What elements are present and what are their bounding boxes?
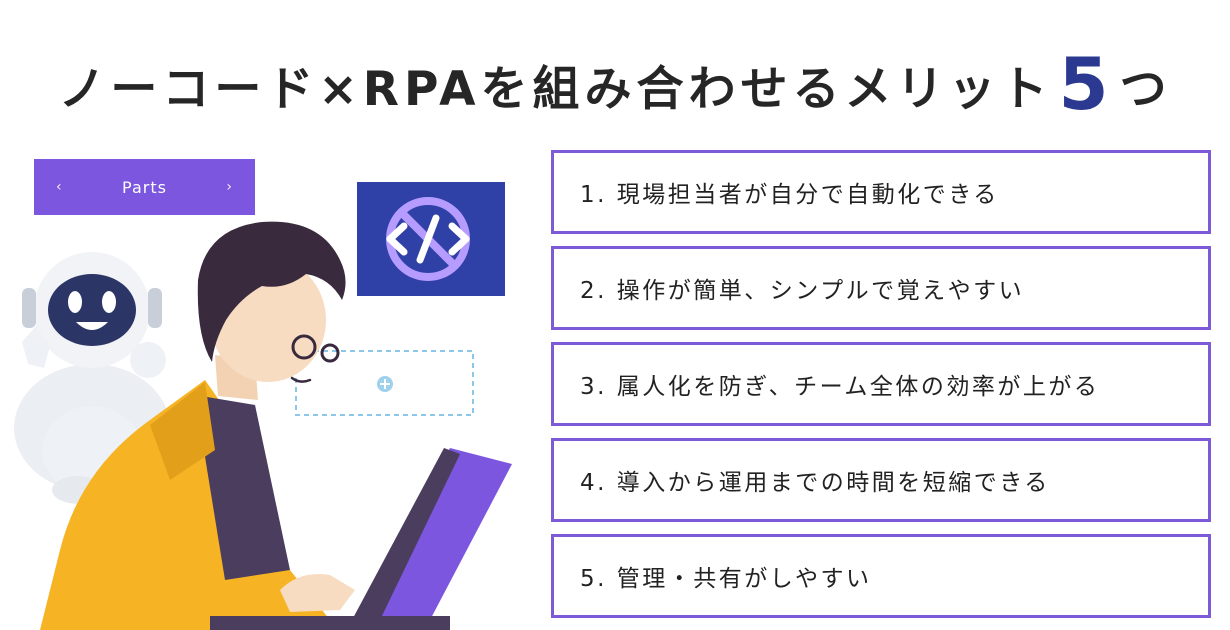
merit-item-1: 1. 現場担当者が自分で自動化できる [551, 150, 1211, 234]
drop-zone [295, 350, 474, 416]
title-suffix: つ [1119, 62, 1172, 117]
merit-text: 2. 操作が簡単、シンプルで覚えやすい [580, 278, 1025, 304]
title-number: 5 [1058, 42, 1114, 126]
merit-text: 1. 現場担当者が自分で自動化できる [580, 182, 999, 208]
illustration [14, 182, 512, 630]
merit-item-5: 5. 管理・共有がしやすい [551, 534, 1211, 618]
merit-item-2: 2. 操作が簡単、シンプルで覚えやすい [551, 246, 1211, 330]
merit-text: 3. 属人化を防ぎ、チーム全体の効率が上がる [580, 374, 1100, 400]
title-text: ノーコード×RPAを組み合わせるメリット [58, 62, 1053, 117]
merit-text: 4. 導入から運用までの時間を短縮できる [580, 470, 1050, 496]
merit-item-3: 3. 属人化を防ぎ、チーム全体の効率が上がる [551, 342, 1211, 426]
parts-label: Parts [122, 177, 167, 197]
chevron-right-icon[interactable]: › [226, 179, 233, 195]
laptop-illustration [210, 448, 512, 630]
person-illustration [40, 221, 355, 630]
merit-text: 5. 管理・共有がしやすい [580, 566, 872, 592]
chevron-left-icon[interactable]: ‹ [56, 179, 63, 195]
no-code-icon [357, 182, 505, 296]
merit-list: 1. 現場担当者が自分で自動化できる 2. 操作が簡単、シンプルで覚えやすい 3… [551, 150, 1211, 630]
merit-item-4: 4. 導入から運用までの時間を短縮できる [551, 438, 1211, 522]
parts-carousel[interactable]: ‹ Parts › [34, 159, 255, 215]
